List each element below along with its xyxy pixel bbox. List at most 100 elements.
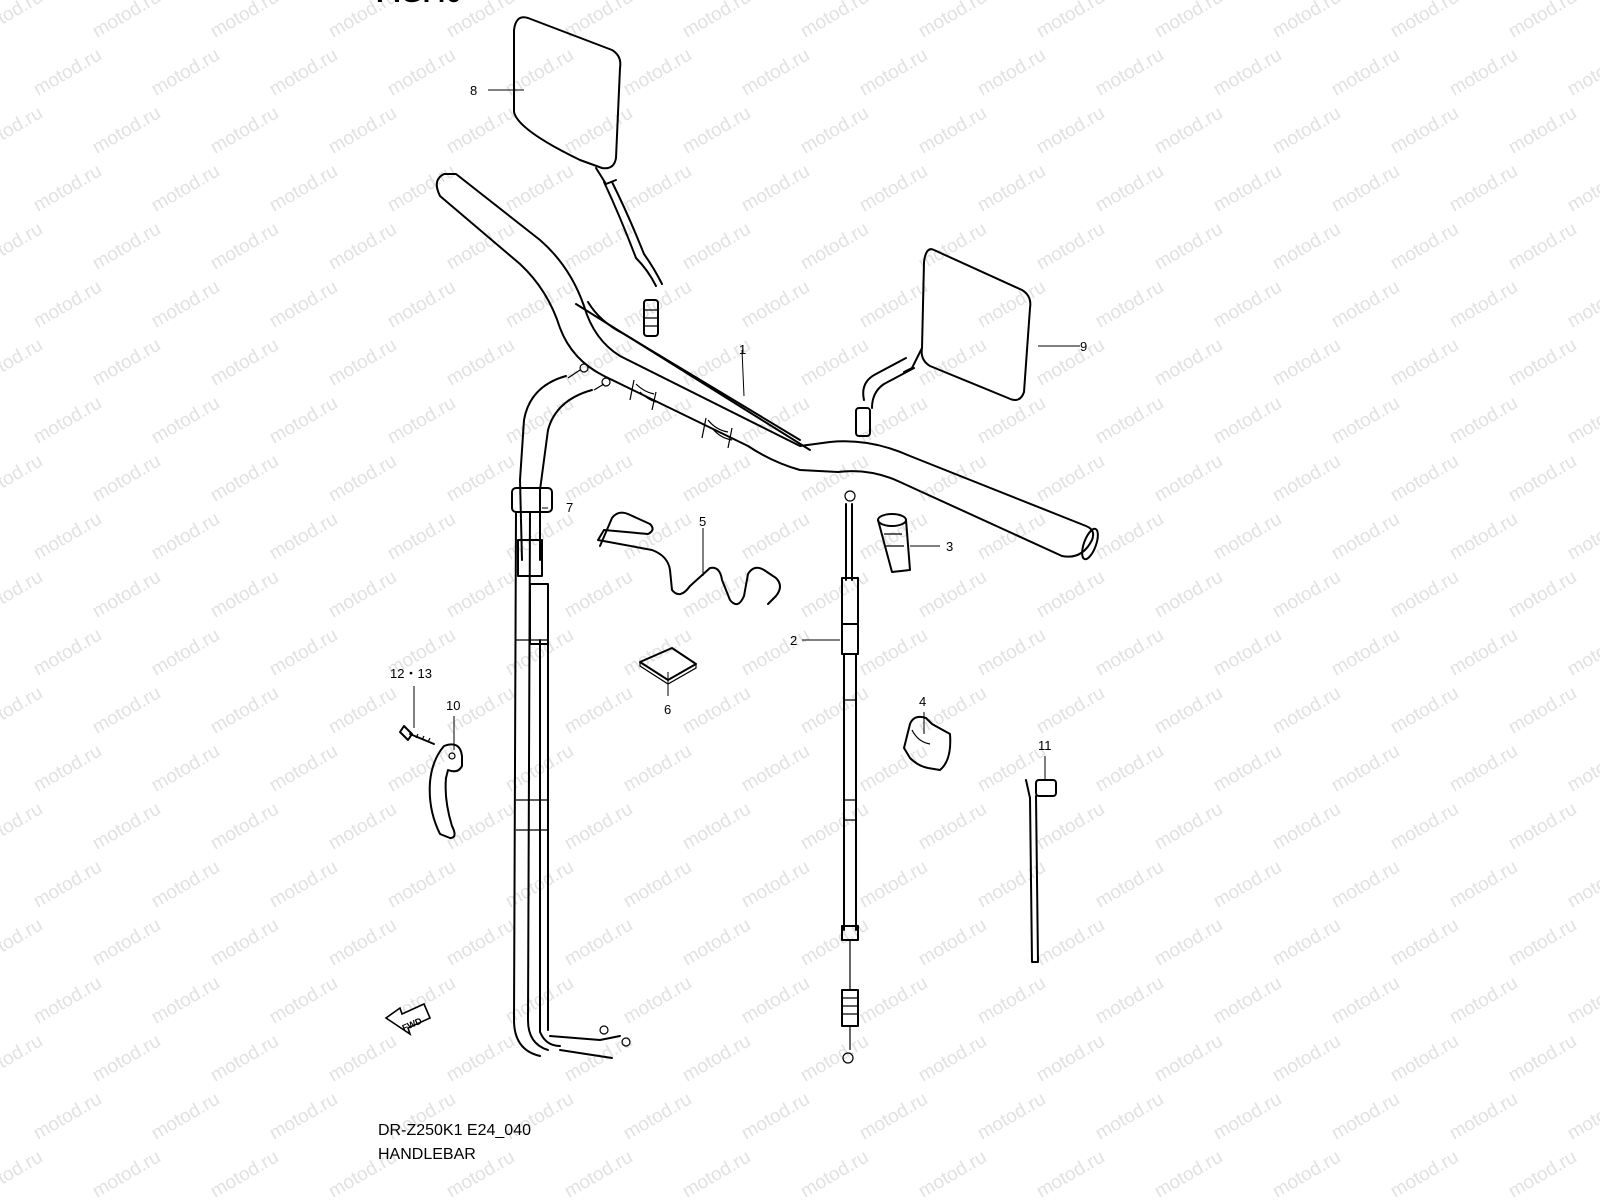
watermark-text: motod.ru bbox=[1446, 45, 1521, 101]
watermark-text: motod.ru bbox=[1387, 451, 1462, 507]
watermark-text: motod.ru bbox=[856, 973, 931, 1029]
watermark-text: motod.ru bbox=[915, 103, 990, 159]
watermark-text: motod.ru bbox=[207, 799, 282, 855]
model-code: DR-Z250K1 E24_040 bbox=[378, 1122, 531, 1139]
watermark-text: motod.ru bbox=[1151, 1031, 1226, 1087]
watermark-text: motod.ru bbox=[266, 277, 341, 333]
right-mirror-icon bbox=[855, 248, 1032, 437]
watermark-text: motod.ru bbox=[148, 393, 223, 449]
watermark-text: motod.ru bbox=[325, 567, 400, 623]
watermark-text: motod.ru bbox=[620, 161, 695, 217]
watermark-text: motod.ru bbox=[1210, 161, 1285, 217]
watermark-text: motod.ru bbox=[443, 335, 518, 391]
watermark-text: motod.ru bbox=[207, 567, 282, 623]
callout-6: 6 bbox=[664, 702, 671, 717]
watermark-text: motod.ru bbox=[502, 161, 577, 217]
watermark-text: motod.ru bbox=[266, 509, 341, 565]
watermark-text: motod.ru bbox=[1033, 335, 1108, 391]
watermark-text: motod.ru bbox=[148, 625, 223, 681]
watermark-text: motod.ru bbox=[1210, 857, 1285, 913]
grip-end-icon bbox=[877, 513, 911, 573]
watermark-text: motod.ru bbox=[1387, 799, 1462, 855]
watermark-text: motod.ru bbox=[266, 161, 341, 217]
watermark-text: motod.ru bbox=[797, 799, 872, 855]
watermark-text: motod.ru bbox=[325, 103, 400, 159]
watermark-text: motod.ru bbox=[1210, 393, 1285, 449]
watermark-text: motod.ru bbox=[325, 683, 400, 739]
watermark-text: motod.ru bbox=[384, 45, 459, 101]
watermark-text: motod.ru bbox=[856, 741, 931, 797]
watermark-text: motod.ru bbox=[1033, 103, 1108, 159]
watermark-text: motod.ru bbox=[1564, 973, 1600, 1029]
watermark-text: motod.ru bbox=[1210, 973, 1285, 1029]
callout-12-13: 12・13 bbox=[390, 666, 432, 681]
watermark-text: motod.ru bbox=[89, 103, 164, 159]
watermark-text: motod.ru bbox=[679, 683, 754, 739]
cable-tie-icon bbox=[1025, 779, 1057, 963]
watermark-text: motod.ru bbox=[30, 625, 105, 681]
watermark-text: motod.ru bbox=[0, 1031, 46, 1087]
watermark-text: motod.ru bbox=[1033, 683, 1108, 739]
watermark-text: motod.ru bbox=[1328, 277, 1403, 333]
watermark-text: motod.ru bbox=[384, 277, 459, 333]
watermark-text: motod.ru bbox=[1564, 393, 1600, 449]
watermark-text: motod.ru bbox=[1328, 45, 1403, 101]
watermark-text: motod.ru bbox=[1505, 915, 1580, 971]
watermark-text: motod.ru bbox=[797, 683, 872, 739]
callouts: 8 9 1 7 5 3 2 6 4 12・13 10 11 bbox=[390, 83, 1087, 753]
watermark-text: motod.ru bbox=[1033, 1147, 1108, 1200]
watermark-text: motod.ru bbox=[915, 799, 990, 855]
watermark-text: motod.ru bbox=[1092, 277, 1167, 333]
watermark-text: motod.ru bbox=[797, 219, 872, 275]
watermark-text: motod.ru bbox=[502, 393, 577, 449]
watermark-text: motod.ru bbox=[30, 393, 105, 449]
callout-4: 4 bbox=[919, 694, 926, 709]
watermark-text: motod.ru bbox=[1446, 625, 1521, 681]
watermark-text: motod.ru bbox=[0, 915, 46, 971]
watermark-text: motod.ru bbox=[1328, 161, 1403, 217]
watermark-text: motod.ru bbox=[856, 857, 931, 913]
watermark-text: motod.ru bbox=[443, 103, 518, 159]
watermark-text: motod.ru bbox=[1092, 741, 1167, 797]
watermark-text: motod.ru bbox=[1564, 277, 1600, 333]
watermark-text: motod.ru bbox=[561, 103, 636, 159]
watermark-text: motod.ru bbox=[1387, 335, 1462, 391]
callout-11: 11 bbox=[1038, 738, 1052, 753]
watermark-text: motod.ru bbox=[1446, 1089, 1521, 1145]
watermark-text: motod.ru bbox=[1151, 1147, 1226, 1200]
watermark-text: motod.ru bbox=[1328, 625, 1403, 681]
watermark-text: motod.ru bbox=[207, 1031, 282, 1087]
watermark-text: motod.ru bbox=[1092, 1089, 1167, 1145]
watermark-text: motod.ru bbox=[915, 683, 990, 739]
watermark-text: motod.ru bbox=[797, 1031, 872, 1087]
watermark-text: motod.ru bbox=[1033, 451, 1108, 507]
watermark-text: motod.ru bbox=[1092, 161, 1167, 217]
watermark-text: motod.ru bbox=[1387, 915, 1462, 971]
watermark-text: motod.ru bbox=[148, 857, 223, 913]
watermark-text: motod.ru bbox=[915, 567, 990, 623]
watermark-text: motod.ru bbox=[561, 1147, 636, 1200]
watermark-text: motod.ru bbox=[856, 393, 931, 449]
handlebar-icon bbox=[435, 173, 1099, 561]
watermark-text: motod.ru bbox=[30, 1089, 105, 1145]
watermark-text: motod.ru bbox=[738, 625, 813, 681]
watermark-text: motod.ru bbox=[89, 799, 164, 855]
watermark-text: motod.ru bbox=[561, 219, 636, 275]
watermark-text: motod.ru bbox=[0, 103, 46, 159]
watermark-text: motod.ru bbox=[1328, 509, 1403, 565]
leader-lines bbox=[413, 89, 1080, 780]
watermark-text: motod.ru bbox=[1151, 219, 1226, 275]
watermark-text: motod.ru bbox=[207, 915, 282, 971]
callout-1: 1 bbox=[739, 342, 746, 357]
watermark-text: motod.ru bbox=[0, 799, 46, 855]
watermark-text: motod.ru bbox=[1505, 219, 1580, 275]
watermark-text: motod.ru bbox=[738, 973, 813, 1029]
callout-3: 3 bbox=[946, 539, 953, 554]
watermark-text: motod.ru bbox=[1151, 335, 1226, 391]
watermark-text: motod.ru bbox=[1033, 915, 1108, 971]
watermark-text: motod.ru bbox=[797, 0, 872, 42]
watermark-text: motod.ru bbox=[856, 1089, 931, 1145]
watermark-text: motod.ru bbox=[89, 451, 164, 507]
watermark-text: motod.ru bbox=[1210, 1089, 1285, 1145]
watermark-text: motod.ru bbox=[738, 1089, 813, 1145]
